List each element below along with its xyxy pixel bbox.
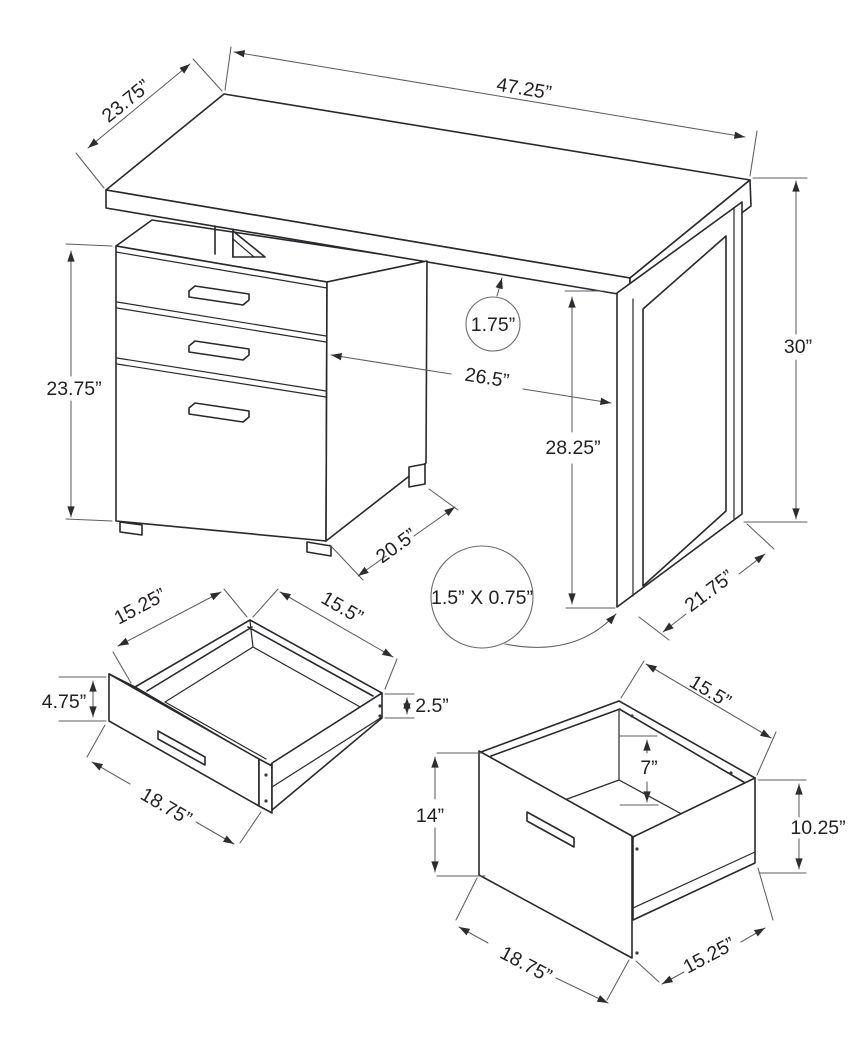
label-file-side-height: 10.25” [790, 817, 845, 839]
pedestal-feet [119, 463, 426, 557]
thickness-callout-circle [465, 296, 521, 352]
label-leg-tube: 1.5” X 0.75” [431, 587, 533, 609]
dim-file-front-height: 14” [416, 752, 486, 877]
label-desk-height: 30” [784, 336, 812, 358]
label-small-front-width: 18.75” [137, 783, 196, 830]
file-drawer-figure: 15.5” 7” 14” 10.25” [416, 660, 846, 1004]
label-pedestal-depth: 20.5” [372, 524, 421, 568]
file-drawer-front-panel [478, 750, 633, 959]
metal-leg-frame [616, 201, 743, 608]
label-desk-width: 47.25” [495, 74, 553, 105]
dim-desk-height: 30” [743, 177, 812, 523]
pedestal-side-face [325, 260, 428, 542]
drawer-handle-1 [188, 285, 250, 306]
dim-file-inner-height: 7” [619, 735, 659, 806]
dim-leg-tube-callout: 1.5” X 0.75” [430, 545, 617, 649]
label-file-bottom-right: 15.25” [680, 933, 739, 978]
desk-figure [105, 93, 752, 608]
label-small-side-height: 2.5” [415, 695, 449, 717]
dim-clearance-width: 26.5” [330, 353, 612, 405]
label-leg-depth: 21.75” [681, 566, 738, 617]
label-file-front-height: 14” [416, 805, 444, 827]
label-small-top-left: 15.25” [111, 584, 170, 629]
small-drawer-front-panel [108, 673, 260, 807]
label-pedestal-height: 23.75” [46, 378, 101, 400]
support-gusset [232, 230, 266, 258]
label-clearance-height: 28.25” [545, 437, 600, 459]
small-drawer-screw-holes [264, 704, 382, 803]
small-drawer-interior [164, 620, 363, 765]
label-clearance-width: 26.5” [463, 364, 510, 393]
dim-small-top-right: 15.5” [252, 587, 398, 690]
leg-tube-edges [632, 207, 735, 597]
desktop [105, 93, 752, 297]
drawer-handle-3 [188, 402, 250, 423]
label-top-thickness: 1.75” [471, 314, 515, 336]
drawer-dividers [116, 301, 327, 398]
small-drawer-box [108, 619, 383, 814]
dim-top-thickness-callout: 1.75” [465, 277, 521, 352]
leg-tube-callout-circle [430, 545, 534, 649]
file-drawer-handle [526, 811, 575, 848]
dim-pedestal-height: 23.75” [46, 243, 113, 522]
pedestal-top-edge [115, 251, 328, 289]
support-post [214, 225, 266, 258]
small-drawer-figure: 15.25” 15.5” 4.75” 2.5” 18.75” [42, 584, 449, 845]
file-drawer-side-wall [632, 777, 756, 921]
drawer-pedestal [115, 245, 428, 557]
dim-file-side-height: 10.25” [757, 779, 846, 874]
label-file-top-right: 15.5” [685, 671, 734, 713]
small-drawer-panel-end [258, 758, 273, 814]
dim-small-front-height: 4.75” [42, 676, 107, 722]
label-small-top-right: 15.5” [317, 587, 366, 628]
label-file-front-width: 18.75” [496, 942, 555, 987]
file-drawer-screw-holes [630, 714, 733, 955]
file-drawer-rim [480, 700, 756, 785]
leg-inner-opening [642, 235, 727, 587]
label-small-front-height: 4.75” [42, 691, 86, 713]
label-desk-depth: 23.75” [98, 75, 155, 127]
drawer-handle-2 [188, 340, 250, 361]
file-drawer-box [478, 700, 756, 959]
dim-small-side-height: 2.5” [384, 693, 449, 719]
small-drawer-handle [157, 730, 206, 766]
label-file-inner-height: 7” [640, 757, 657, 779]
dim-clearance-height: 28.25” [545, 290, 616, 609]
